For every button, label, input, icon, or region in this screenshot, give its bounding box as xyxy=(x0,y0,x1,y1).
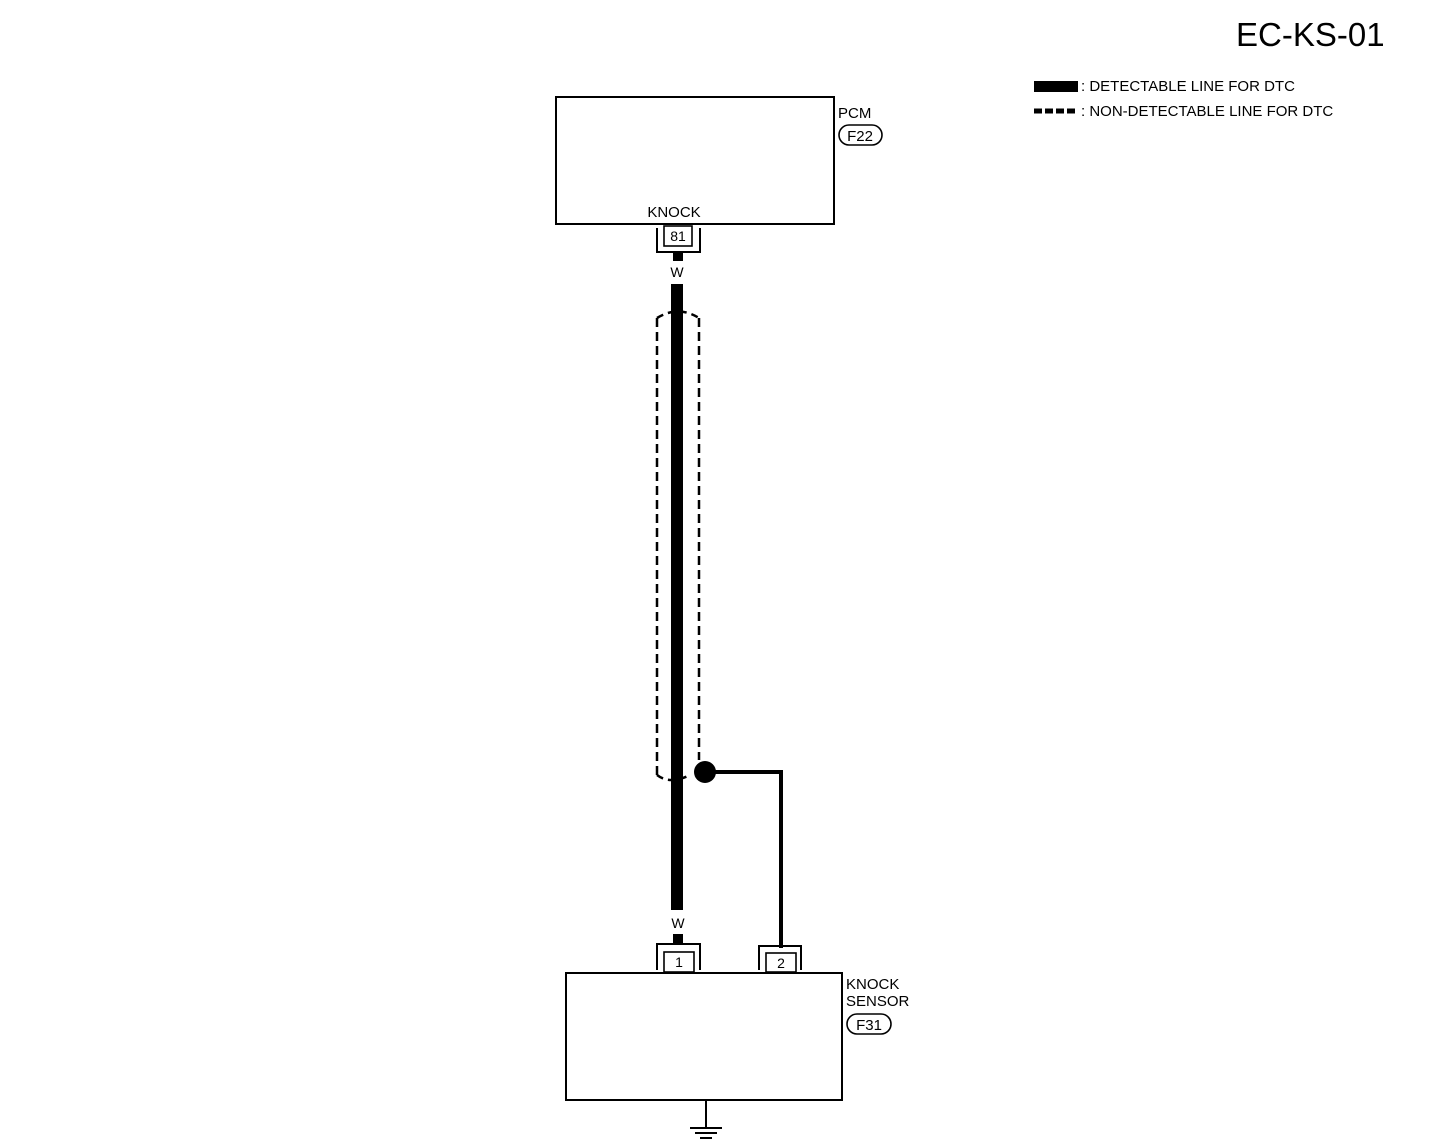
legend-detectable-label: : DETECTABLE LINE FOR DTC xyxy=(1081,78,1295,95)
pcm-component: PCM F22 KNOCK 81 xyxy=(555,96,883,253)
knock-signal-wire: W W xyxy=(670,253,685,944)
pcm-terminal-name: KNOCK xyxy=(647,204,700,221)
legend-detectable-swatch xyxy=(1034,81,1078,92)
wire-stub-top xyxy=(673,253,683,261)
wire-main xyxy=(671,284,683,910)
drain-wire-path xyxy=(712,770,783,948)
wire-color-top: W xyxy=(670,264,684,280)
wire-color-bottom: W xyxy=(671,915,685,931)
pcm-box xyxy=(555,96,835,225)
wire-shield xyxy=(655,310,716,783)
knock-sensor-name-line1: KNOCK xyxy=(846,976,899,993)
sensor-terminal-2-bracket xyxy=(758,945,802,970)
pcm-connector-label: F22 xyxy=(847,128,873,145)
pcm-terminal-box xyxy=(663,225,693,247)
knock-sensor-connector-badge xyxy=(846,1013,892,1035)
shield-splice-dot xyxy=(694,761,716,783)
pcm-name: PCM xyxy=(838,105,871,122)
sensor-terminal-1-number: 1 xyxy=(675,954,683,970)
sensor-terminal-1-bracket xyxy=(656,943,701,970)
knock-sensor-connector-label: F31 xyxy=(856,1017,882,1034)
wire-stub-bottom xyxy=(673,934,683,944)
ground-icon xyxy=(690,1100,722,1139)
knock-sensor-box xyxy=(565,972,843,1101)
pcm-terminal-bracket xyxy=(656,228,701,253)
shield-top-cap xyxy=(656,310,700,320)
knock-sensor-component: 1 2 KNOCK SENSOR F31 xyxy=(565,943,910,1101)
legend-non-detectable-label: : NON-DETECTABLE LINE FOR DTC xyxy=(1081,103,1333,120)
sensor-terminal-2-number: 2 xyxy=(777,955,785,971)
shield-bottom-cap xyxy=(656,773,691,782)
legend: : DETECTABLE LINE FOR DTC : NON-DETECTAB… xyxy=(1034,78,1333,120)
knock-sensor-name-line2: SENSOR xyxy=(846,993,910,1010)
pcm-connector-badge xyxy=(838,124,883,146)
pcm-terminal-number: 81 xyxy=(670,228,686,244)
page-code: EC-KS-01 xyxy=(1236,16,1385,53)
shield-drain-wire xyxy=(712,770,783,948)
